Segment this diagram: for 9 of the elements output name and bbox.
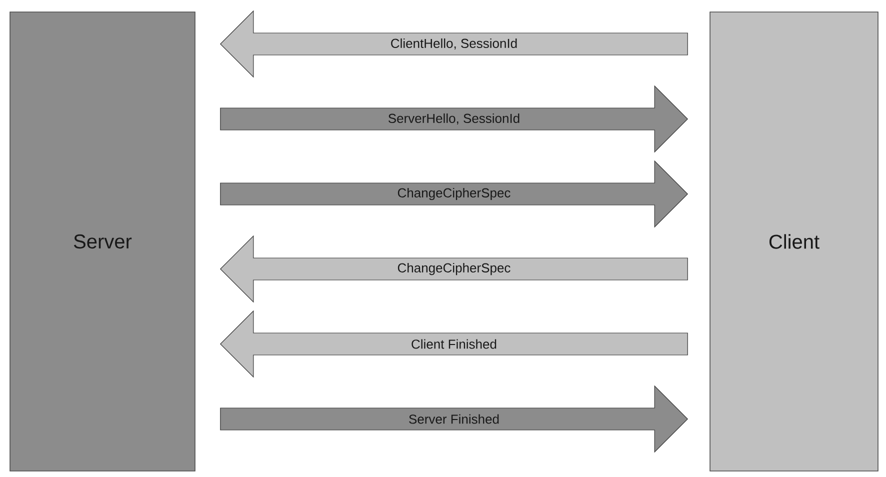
edge-label: ChangeCipherSpec — [396, 262, 512, 276]
edge-label: Client Finished — [410, 338, 498, 350]
edge-label: ChangeCipherSpec — [396, 186, 512, 202]
party-box: Server — [10, 12, 196, 472]
edge-label: ClientHello, SessionId — [389, 37, 519, 51]
block-arrow — [220, 385, 688, 453]
edge-label: Server Finished — [407, 413, 501, 425]
edge-label: ServerHello, SessionId — [386, 112, 522, 126]
party-box: Client — [710, 12, 878, 472]
